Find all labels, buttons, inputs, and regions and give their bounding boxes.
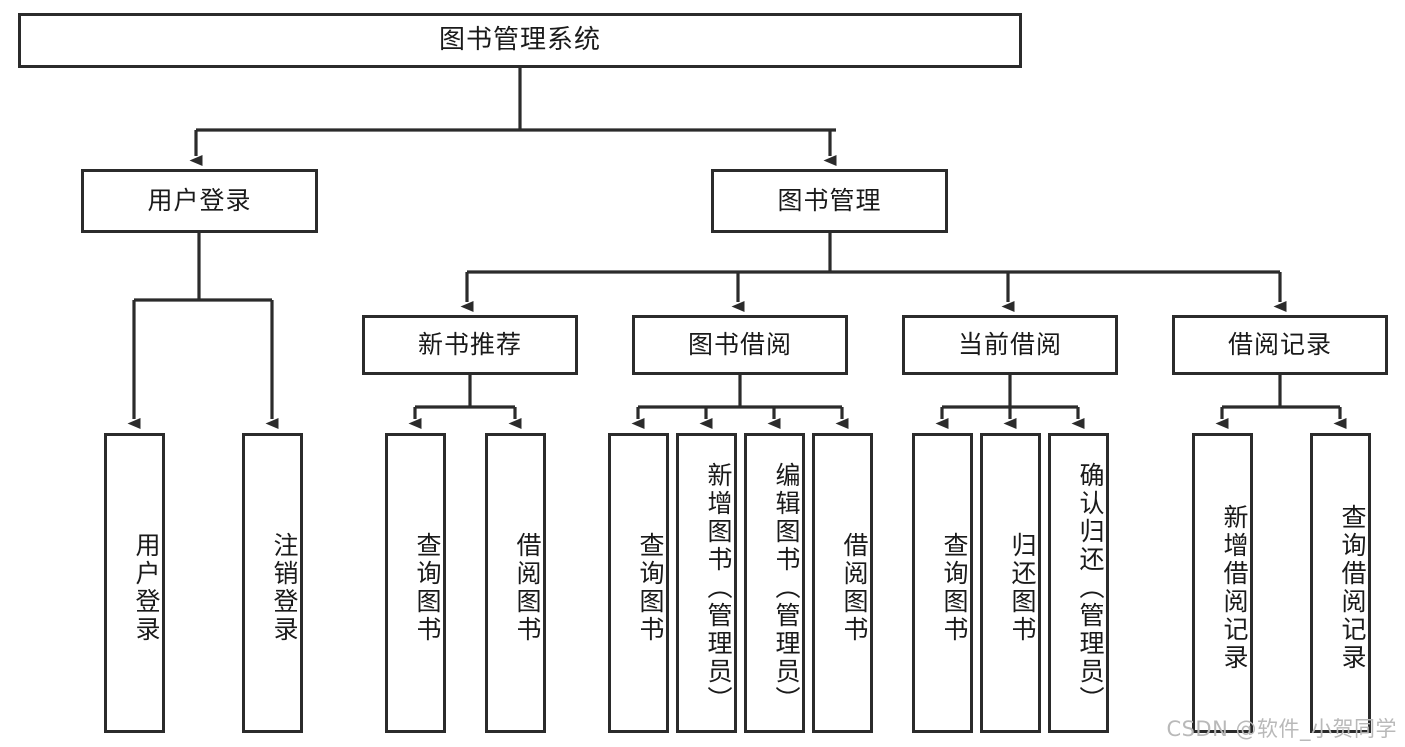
node-root-label: 图书管理系统	[438, 25, 601, 56]
node-borrow-record[interactable]: 借阅记录	[1172, 315, 1388, 375]
leaf-query-book-1[interactable]: 查询图书	[385, 433, 446, 733]
leaf-confirm-return[interactable]: 确认归还（管理员）	[1048, 433, 1109, 733]
leaf-user-login[interactable]: 用户登录	[104, 433, 165, 733]
leaf-return-book-label: 归还图书	[1008, 532, 1037, 644]
leaf-query-book-2[interactable]: 查询图书	[608, 433, 669, 733]
node-borrow-record-label: 借阅记录	[1227, 330, 1332, 360]
node-current-borrow[interactable]: 当前借阅	[902, 315, 1118, 375]
node-book-borrow[interactable]: 图书借阅	[632, 315, 848, 375]
node-root[interactable]: 图书管理系统	[18, 13, 1022, 68]
leaf-add-record-label: 新增借阅记录	[1220, 504, 1249, 672]
leaf-edit-book[interactable]: 编辑图书（管理员）	[744, 433, 805, 733]
node-book-management-label: 图书管理	[777, 186, 882, 216]
leaf-add-book[interactable]: 新增图书（管理员）	[676, 433, 737, 733]
leaf-add-book-label: 新增图书（管理员）	[704, 462, 733, 714]
node-book-management[interactable]: 图书管理	[711, 169, 948, 233]
leaf-query-record[interactable]: 查询借阅记录	[1310, 433, 1371, 733]
leaf-query-book-3[interactable]: 查询图书	[912, 433, 973, 733]
leaf-logout-login-label: 注销登录	[270, 532, 299, 644]
node-user-login[interactable]: 用户登录	[81, 169, 318, 233]
leaf-query-book-2-label: 查询图书	[636, 532, 665, 644]
leaf-confirm-return-label: 确认归还（管理员）	[1076, 462, 1105, 714]
leaf-logout-login[interactable]: 注销登录	[242, 433, 303, 733]
leaf-query-book-3-label: 查询图书	[940, 532, 969, 644]
node-book-borrow-label: 图书借阅	[687, 330, 792, 360]
node-user-login-label: 用户登录	[147, 186, 252, 216]
node-new-book-recommend-label: 新书推荐	[417, 330, 522, 360]
leaf-return-book[interactable]: 归还图书	[980, 433, 1041, 733]
leaf-borrow-book-1-label: 借阅图书	[513, 532, 542, 644]
leaf-user-login-label: 用户登录	[132, 532, 161, 644]
leaf-add-record[interactable]: 新增借阅记录	[1192, 433, 1253, 733]
leaf-borrow-book-2-label: 借阅图书	[840, 532, 869, 644]
leaf-borrow-book-1[interactable]: 借阅图书	[485, 433, 546, 733]
leaf-query-book-1-label: 查询图书	[413, 532, 442, 644]
leaf-query-record-label: 查询借阅记录	[1338, 504, 1367, 672]
leaf-edit-book-label: 编辑图书（管理员）	[772, 462, 801, 714]
leaf-borrow-book-2[interactable]: 借阅图书	[812, 433, 873, 733]
node-current-borrow-label: 当前借阅	[957, 330, 1062, 360]
node-new-book-recommend[interactable]: 新书推荐	[362, 315, 578, 375]
